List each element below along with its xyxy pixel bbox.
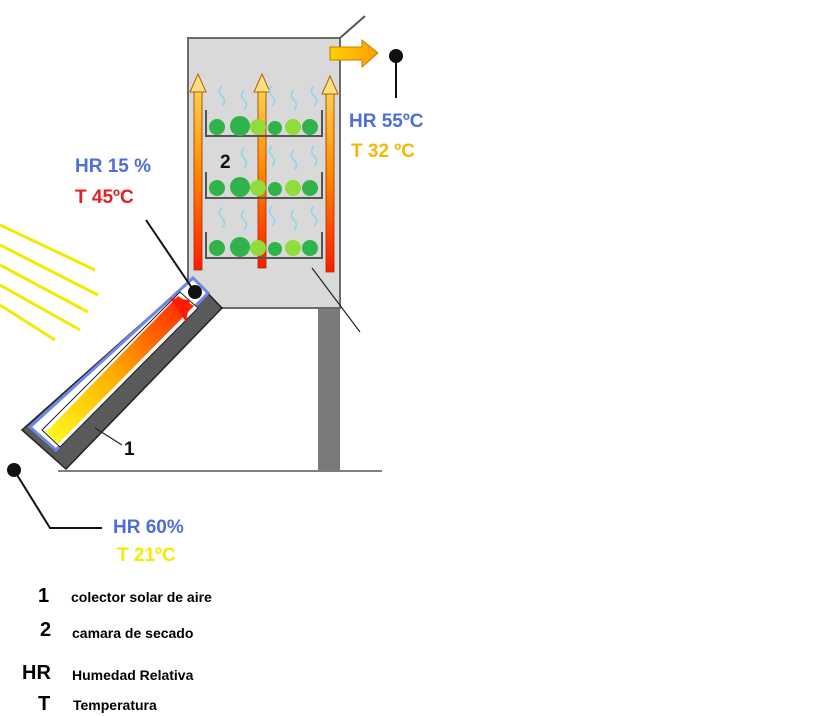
chamber-lid (339, 15, 366, 39)
water-vapor (218, 85, 318, 231)
legend-key-2: 2 (40, 619, 52, 641)
collector-number-label: 1 (124, 439, 135, 460)
chamber-support-leg (318, 308, 340, 471)
hot-air-tubes (189, 72, 339, 273)
inlet-probe (7, 463, 102, 529)
legend-key-1: 1 (38, 585, 50, 607)
outlet-hr: HR 55ºC (349, 111, 424, 132)
inlet-hr: HR 60% (113, 517, 184, 538)
solar-air-collector (20, 275, 224, 471)
outlet-probe (389, 49, 403, 98)
inlet-temp: T 21ºC (117, 545, 176, 566)
chamber-leader-line (311, 267, 361, 333)
legend-key-t: T (38, 693, 51, 715)
chamber-number-label: 2 (220, 152, 231, 173)
outlet-temp: T 32 ºC (351, 141, 415, 162)
legend-text-1: colector solar de aire (71, 589, 212, 605)
collector-outlet-probe (145, 219, 202, 299)
drying-trays (205, 110, 323, 259)
collector-arrow-head (170, 298, 190, 322)
legend-key-hr: HR (22, 662, 51, 684)
collector-out-temp: T 45ºC (75, 187, 134, 208)
legend-text-t: Temperatura (73, 697, 157, 713)
outlet-arrow (329, 38, 379, 69)
collector-leader-line (94, 427, 123, 446)
sun-rays (0, 223, 99, 342)
legend-text-2: camara de secado (72, 625, 194, 641)
collector-out-hr: HR 15 % (75, 156, 152, 177)
legend-text-hr: Humedad Relativa (72, 667, 194, 683)
